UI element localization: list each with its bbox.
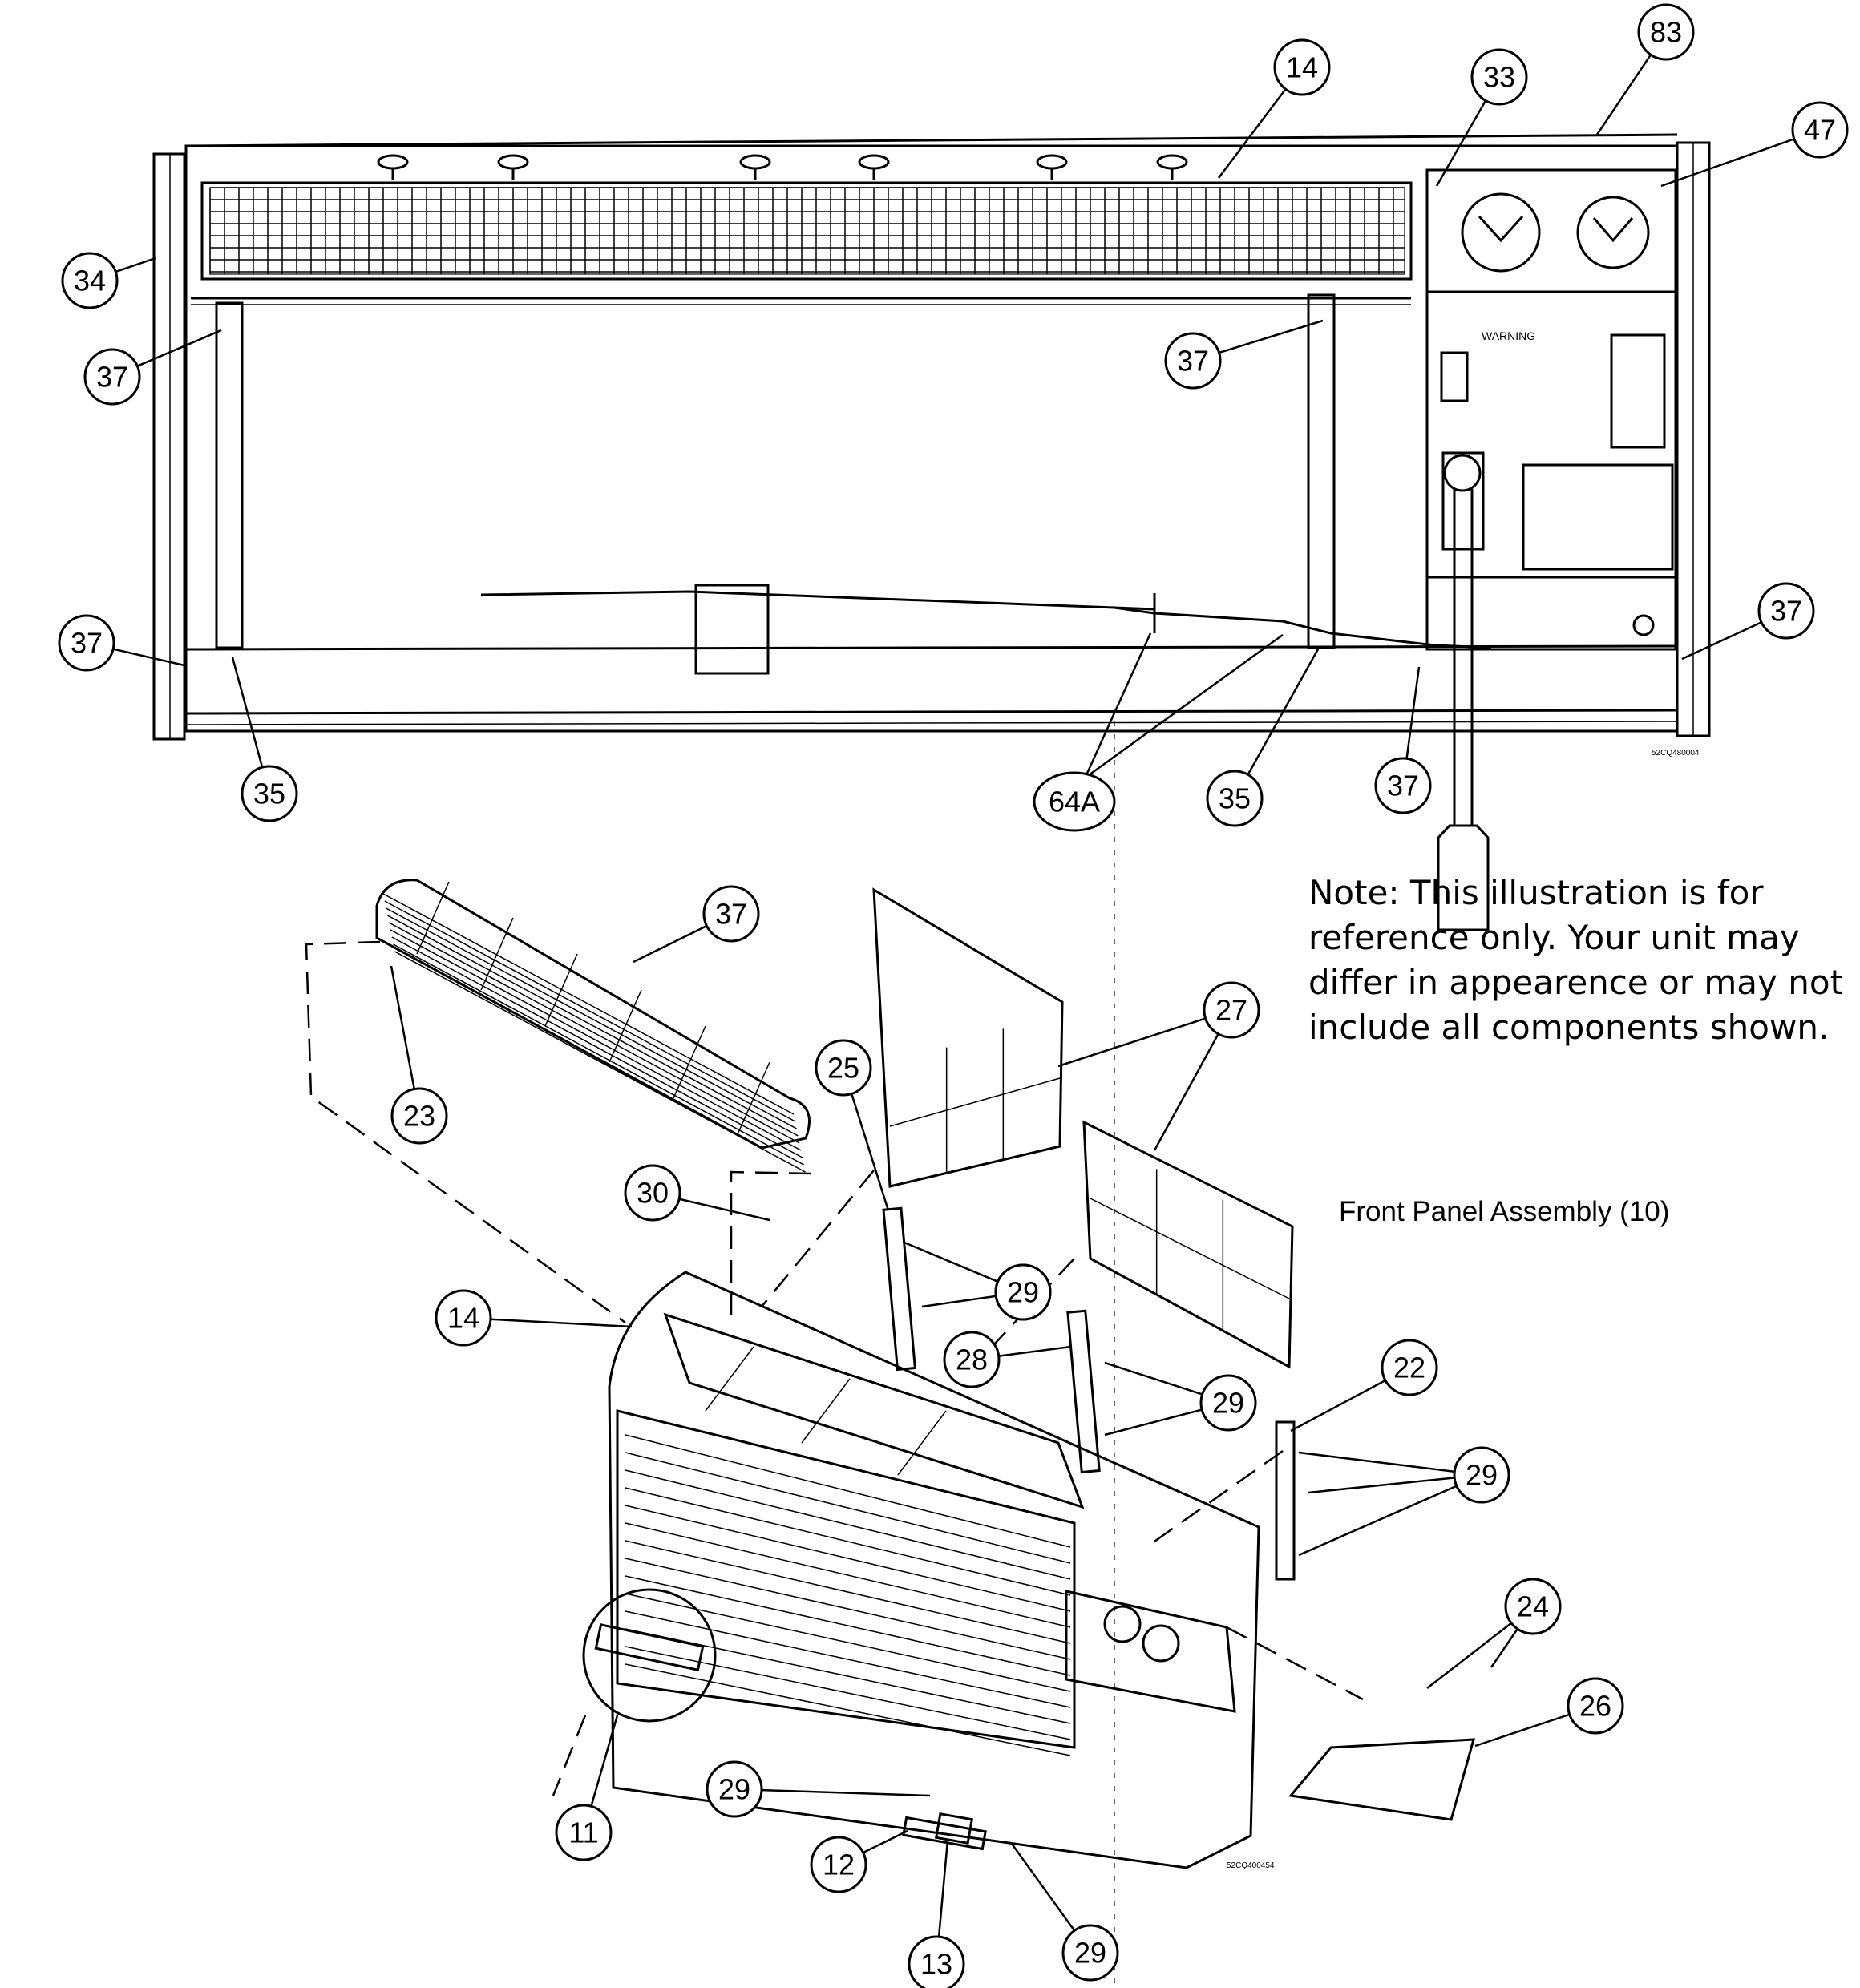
callout-14: 14	[1273, 38, 1331, 96]
control-panel: WARNING	[1425, 168, 1677, 931]
callout-label: 37	[715, 898, 747, 931]
callout-label: 29	[1074, 1937, 1106, 1970]
callout-label: 35	[253, 778, 285, 810]
leader-29	[1298, 1451, 1482, 1477]
callout-label: 33	[1483, 61, 1515, 94]
callout-26: 26	[1567, 1677, 1624, 1735]
callout-12: 12	[810, 1836, 867, 1893]
callout-label: 34	[74, 265, 106, 297]
callout-30: 30	[624, 1164, 681, 1222]
filter-right	[1082, 1120, 1294, 1369]
callout-label: 37	[1770, 595, 1802, 628]
bracket-23	[882, 1206, 916, 1372]
callout-83: 83	[1637, 3, 1695, 61]
callout-label: 37	[96, 361, 128, 394]
callout-37: 37	[83, 348, 141, 406]
hinge-detail	[582, 1588, 717, 1723]
callout-37: 37	[702, 885, 760, 943]
latch-plate	[902, 1816, 987, 1851]
access-door	[1288, 1738, 1476, 1821]
callout-24: 24	[1504, 1578, 1562, 1635]
callout-37: 37	[58, 614, 115, 672]
callout-label: 22	[1393, 1352, 1425, 1384]
leader-29	[734, 1788, 931, 1797]
callout-13: 13	[908, 1935, 965, 1988]
callout-label: 37	[1177, 345, 1209, 378]
callout-14: 14	[435, 1289, 492, 1347]
callout-47: 47	[1791, 101, 1849, 159]
callout-label: 29	[1212, 1387, 1244, 1420]
callout-label: 29	[1466, 1459, 1498, 1492]
reference-note: Note: This illustration is for reference…	[1308, 873, 1844, 1047]
assembly-title: Front Panel Assembly (10)	[1339, 1196, 1670, 1227]
filter-left	[872, 887, 1064, 1188]
discharge-grille	[375, 879, 811, 1173]
callout-label: 29	[718, 1773, 750, 1806]
callout-label: 26	[1579, 1690, 1611, 1723]
top-knobs	[377, 154, 1188, 180]
callout-label: 37	[1387, 770, 1419, 802]
callout-29: 29	[1453, 1446, 1510, 1504]
sensor-tube	[480, 584, 1492, 675]
callout-label: 28	[956, 1344, 988, 1376]
callout-label: 30	[637, 1177, 669, 1210]
callout-29: 29	[1199, 1374, 1257, 1432]
callout-23: 23	[390, 1087, 448, 1145]
callout-label: 35	[1219, 782, 1251, 815]
callout-label: 23	[403, 1100, 435, 1133]
chassis-assembly: WARNING 52CQ480004	[152, 133, 1711, 931]
callout-64A: 64A	[1033, 771, 1116, 832]
callout-35: 35	[1206, 770, 1264, 827]
callouts: 831433473437373737373564A353727252330302…	[58, 3, 1849, 1988]
callout-label: 13	[920, 1948, 952, 1981]
callout-29: 29	[1061, 1924, 1119, 1982]
callout-33: 33	[1470, 48, 1528, 106]
leader-35	[1233, 647, 1320, 799]
callout-label: 83	[1650, 16, 1682, 49]
callout-29: 29	[994, 1263, 1052, 1321]
assembly-lines	[305, 721, 1364, 1988]
callout-34: 34	[61, 252, 119, 309]
warning-label: WARNING	[1482, 329, 1535, 342]
callout-11: 11	[555, 1804, 613, 1861]
callout-27: 27	[1203, 981, 1260, 1039]
callout-label: 11	[568, 1816, 598, 1849]
bracket-22	[1275, 1420, 1296, 1581]
callout-29: 29	[706, 1760, 763, 1818]
callout-37: 37	[1164, 332, 1222, 390]
callout-label: 25	[827, 1052, 859, 1085]
front-cabinet	[608, 1271, 1260, 1869]
callout-label: 64A	[1049, 786, 1100, 818]
front-panel-assembly: 52CQ400454	[375, 879, 1476, 1870]
drawing-code-bottom: 52CQ400454	[1227, 1861, 1275, 1870]
callout-label: 47	[1804, 114, 1836, 147]
callout-37: 37	[1374, 757, 1432, 814]
callout-35: 35	[241, 765, 298, 822]
callout-label: 29	[1007, 1276, 1039, 1309]
callout-25: 25	[815, 1039, 872, 1097]
leader-27	[1057, 1008, 1232, 1068]
callout-label: 12	[823, 1849, 855, 1881]
callout-22: 22	[1381, 1339, 1438, 1396]
callout-28: 28	[943, 1331, 1001, 1388]
callout-37: 37	[1757, 582, 1815, 640]
bracket-28	[1066, 1309, 1101, 1474]
callout-label: 14	[447, 1302, 479, 1335]
callout-label: 14	[1286, 51, 1318, 84]
drawing-code-top: 52CQ480004	[1652, 749, 1700, 758]
top-grille	[200, 181, 1413, 281]
callout-label: 24	[1517, 1590, 1549, 1623]
callout-label: 27	[1215, 994, 1247, 1027]
callout-label: 37	[71, 627, 103, 660]
